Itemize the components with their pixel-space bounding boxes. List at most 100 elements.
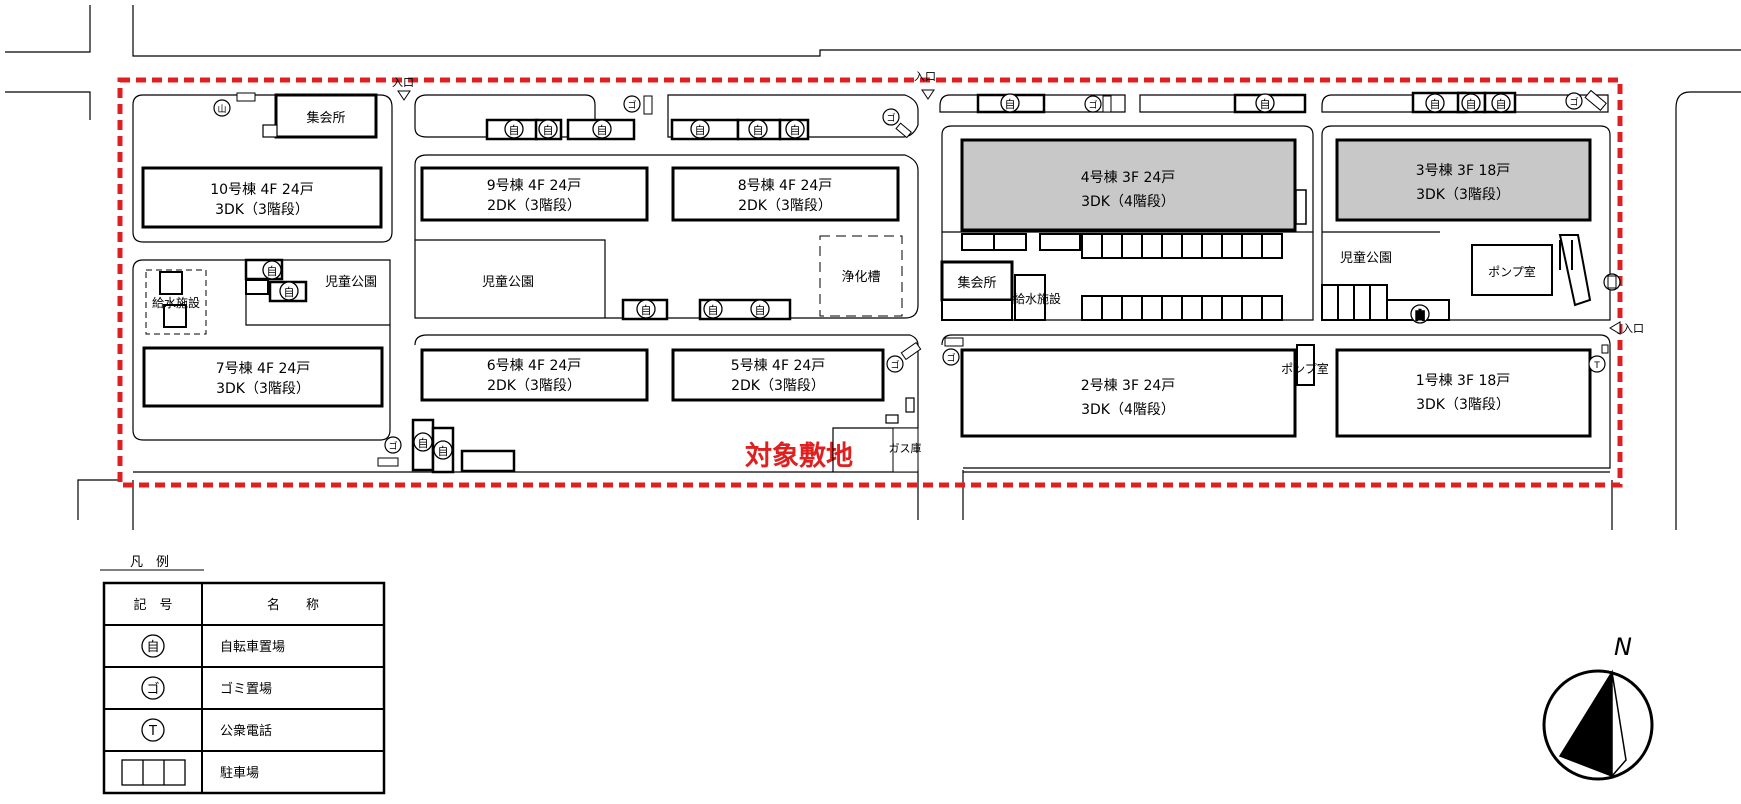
legend-col-symbol: 記 号 [133,597,172,613]
building-7: 7号棟 4F 24戸 3DK（3階段） [142,346,384,408]
water-supply-right-label: 給水施設 [1013,291,1061,306]
svg-text:自: 自 [1466,98,1477,111]
building-4-type: 3DK（4階段） [1081,194,1175,210]
entrance-3-label: 入口 [1622,322,1644,335]
svg-text:自: 自 [1430,98,1441,111]
trash-mid-top: ゴ [623,95,653,115]
svg-text:自: 自 [1005,98,1016,111]
svg-text:自: 自 [1496,98,1507,111]
svg-text:ゴ: ゴ [946,352,955,364]
svg-text:自: 自 [418,437,429,450]
phone-right-top [1603,273,1621,291]
trash-right-bottom: ゴ [942,337,964,366]
entrance-3: 入口 [1609,321,1644,335]
pump-room-top: ポンプ室 [1471,244,1553,296]
svg-text:ゴ: ゴ [1088,99,1097,111]
gas-storage-label: ガス庫 [889,441,922,455]
building-4-name: 4号棟 3F 24戸 [1081,170,1176,186]
building-9: 9号棟 4F 24戸 2DK（3階段） [420,166,649,222]
bike-parking-left: 自 自 [244,258,308,303]
building-2-type: 3DK（4階段） [1081,402,1175,418]
svg-text:ゴ: ゴ [886,112,895,124]
svg-text:ゴ: ゴ [627,99,636,111]
legend-row-bicycle-label: 自転車置場 [220,640,285,655]
roads [5,5,1741,530]
building-8: 8号棟 4F 24戸 2DK（3階段） [671,166,900,222]
svg-text:ゴ: ゴ [388,440,397,452]
building-7-type: 3DK（3階段） [216,381,310,397]
legend-title: 凡 例 [130,555,169,570]
legend-row-phone-label: 公衆電話 [220,723,272,739]
legend: 凡 例 記 号 名 称 自 自転車置場 ゴ ゴミ置場 T 公衆電話 [100,555,386,795]
water-supply-left: 給水施設 [145,269,207,335]
pump-room-top-label: ポンプ室 [1488,264,1536,279]
building-5: 5号棟 4F 24戸 2DK（3階段） [671,348,885,402]
entrance-2: 入口 [914,70,936,100]
trash-mid-right: ゴ [885,341,922,424]
phone-right: T [1588,344,1609,373]
parking-right-b: 自 [1321,234,1592,324]
svg-text:自: 自 [1415,309,1426,322]
legend-row-parking: 駐車場 [121,759,259,786]
building-6-name: 6号棟 4F 24戸 [487,358,582,374]
entrance-2-label: 入口 [914,70,936,83]
building-3-type: 3DK（3階段） [1416,187,1510,203]
building-2-name: 2号棟 3F 24戸 [1081,378,1176,394]
building-10-name: 10号棟 4F 24戸 [210,182,314,198]
gas-storage: ガス庫 [889,427,922,473]
phone-icon: T [148,724,157,739]
pump-room-bottom-label: ポンプ室 [1281,361,1329,376]
garbage-icon: ゴ [146,681,159,697]
north-arrow: N [1542,633,1654,781]
legend-row-phone: T 公衆電話 [141,718,272,742]
svg-text:自: 自 [509,124,520,137]
building-5-name: 5号棟 4F 24戸 [731,358,826,374]
legend-row-parking-label: 駐車場 [220,766,259,781]
meeting-hall-right-label: 集会所 [957,275,996,291]
septic-tank-label: 浄化槽 [841,270,880,285]
playground-mid-label: 児童公園 [482,274,534,290]
svg-text:山: 山 [217,104,226,115]
building-4: 4号棟 3F 24戸 3DK（4階段） [960,138,1307,232]
meeting-hall-left: 集会所 [262,93,378,139]
building-1: 1号棟 3F 18戸 3DK（3階段） [1335,348,1592,438]
svg-text:自: 自 [695,124,706,137]
legend-col-name: 名 称 [267,597,319,613]
svg-text:自: 自 [790,124,801,137]
water-supply-left-label: 給水施設 [152,295,200,310]
building-9-type: 2DK（3階段） [487,198,581,214]
svg-text:自: 自 [543,124,554,137]
svg-text:自: 自 [708,304,719,317]
svg-text:自: 自 [753,124,764,137]
building-7-name: 7号棟 4F 24戸 [216,361,311,377]
playground-left-label: 児童公園 [325,274,377,290]
building-9-name: 9号棟 4F 24戸 [487,178,582,194]
building-10-type: 3DK（3階段） [215,202,309,218]
bike-parking-mid: 自 自 自 [621,298,792,321]
mailbox-left: 山 [213,92,256,117]
building-10: 10号棟 4F 24戸 3DK（3階段） [141,166,383,229]
pump-room-bottom: ポンプ室 [1281,344,1329,386]
building-1-type: 3DK（3階段） [1416,397,1510,413]
meeting-hall-right: 集会所 [940,260,1014,321]
parking-icon [121,759,186,786]
block-left [132,94,393,441]
building-3: 3号棟 3F 18戸 3DK（3階段） [1335,138,1592,222]
building-5-type: 2DK（3階段） [731,378,825,394]
svg-text:自: 自 [597,124,608,137]
legend-row-garbage-label: ゴミ置場 [220,681,272,697]
svg-text:自: 自 [438,445,449,458]
svg-text:自: 自 [284,286,295,299]
septic-tank: 浄化槽 [819,235,903,317]
building-2: 2号棟 3F 24戸 3DK（4階段） [960,348,1297,438]
svg-text:自: 自 [641,304,652,317]
svg-text:ゴ: ゴ [890,359,899,371]
entrance-1: 入口 [392,76,414,101]
svg-text:T: T [1593,361,1600,371]
building-8-type: 2DK（3階段） [738,198,832,214]
north-label: N [1614,633,1632,661]
legend-row-bicycle: 自 自転車置場 [141,634,285,658]
building-8-name: 8号棟 4F 24戸 [738,178,833,194]
water-supply-right: 給水施設 [1013,274,1061,321]
